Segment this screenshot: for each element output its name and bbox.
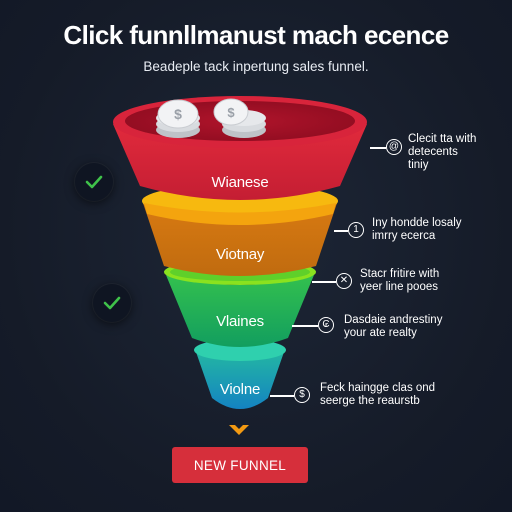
stage-label-2: Viotnay [215,246,265,263]
chevron-down-icon [229,425,249,435]
number-one-icon: 1 [348,222,364,238]
dollar-icon: $ [294,387,310,403]
stage-label-3: Vlaines [216,313,264,330]
connector-line [312,281,336,283]
page-subtitle: Beadeple tack inpertung sales funnel. [143,59,369,74]
note-text: Feck haingge clas ond [320,382,436,394]
stage-label-4: Violne [219,381,261,398]
note-text: Iny hondde losaly [372,217,462,229]
connector-line [370,147,386,149]
note-text: tiniy [408,159,429,171]
currency-icon: ₢ [318,317,334,333]
connector-line [270,395,294,397]
new-funnel-button[interactable]: NEW FUNNEL [172,447,308,483]
note-text: yeer line pooes [360,281,438,293]
check-badge-1 [75,163,113,201]
note-text: detecents [408,146,458,158]
checkmark-icon [85,175,103,189]
svg-text:$: $ [174,106,182,122]
connector-line [334,230,348,232]
shuffle-icon: ✕ [336,273,352,289]
at-sign-icon: @ [386,139,402,155]
dollar-coin-icon: $ [213,98,266,138]
dollar-coin-icon: $ [156,99,200,138]
page-title: Click funnllmanust mach ecence [63,20,449,50]
note-text: Dasdaie andrestiny [344,314,443,326]
note-text: imrry ecerca [372,230,436,242]
note-text: your ate realty [344,327,417,339]
note-text: seerge the reaurstb [320,395,420,407]
funnel-stage-4 [194,339,286,409]
stage-label-1: Wianese [211,174,269,191]
note-text: Clecit tta with [408,133,477,145]
connector-line [292,325,318,327]
check-badge-2 [93,284,131,322]
checkmark-icon [103,296,121,310]
svg-text:$: $ [227,105,235,120]
note-text: Stacr fritire with [360,268,440,280]
